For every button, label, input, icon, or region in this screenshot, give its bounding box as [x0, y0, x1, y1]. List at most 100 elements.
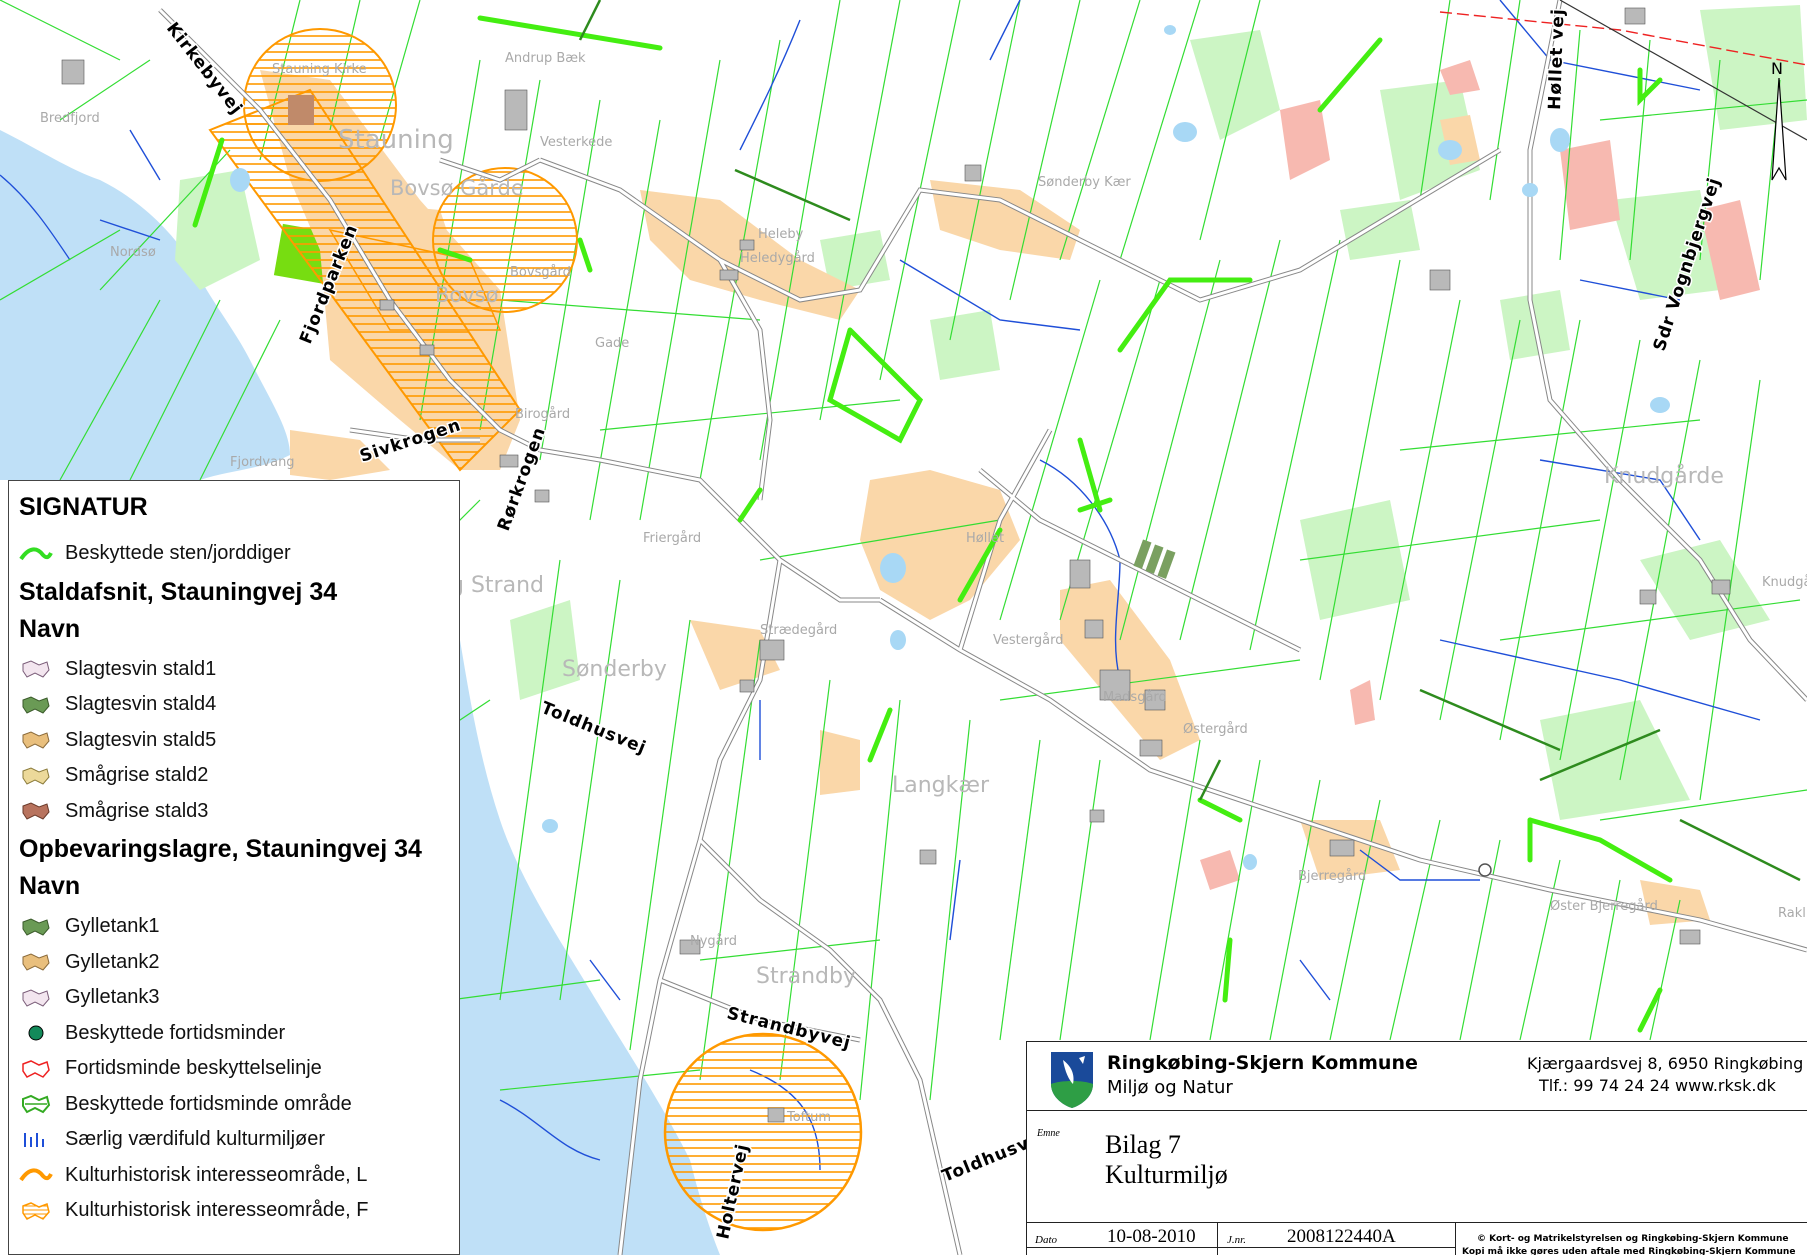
- protection-line: [1439, 11, 1807, 66]
- legend-item-kulturmiljoeer: Særlig værdifuld kulturmiljøer: [19, 1122, 449, 1158]
- label-knudgaarde: Knudgårde: [1604, 463, 1724, 489]
- label-nordsoe: Nordsø: [110, 245, 156, 260]
- kulturhistorisk-areas: [208, 28, 863, 1232]
- legend-label: Kulturhistorisk interesseområde, F: [65, 1199, 369, 1222]
- label-vesterkede: Vesterkede: [540, 135, 612, 150]
- divider: [1217, 1222, 1218, 1255]
- legend-panel: SIGNATUR Beskyttede sten/jorddiger Stald…: [8, 480, 460, 1255]
- orange-wave-icon: [19, 1168, 53, 1182]
- document-bilag: Bilag 7: [1105, 1130, 1181, 1159]
- stald-building: [288, 95, 314, 125]
- fjord-water: [0, 130, 290, 480]
- label-jnr: J.nr.: [1227, 1234, 1246, 1246]
- legend-item-stald4: Slagtesvin stald4: [19, 687, 449, 723]
- document-subject: Kulturmiljø: [1105, 1160, 1228, 1189]
- label-sonderby: Sønderby: [562, 657, 667, 682]
- legend-item-stone-dikes: Beskyttede sten/jorddiger: [19, 536, 449, 572]
- ponds: [230, 25, 1670, 870]
- legend-section2-sub: Navn: [19, 614, 81, 643]
- label-langkaer: Langkær: [892, 773, 990, 798]
- legend-label: Gylletank3: [65, 986, 160, 1009]
- legend-title: SIGNATUR: [19, 493, 148, 521]
- orange-hatched-blob-icon: [22, 1201, 50, 1220]
- legend-label: Beskyttede sten/jorddiger: [65, 542, 291, 565]
- label-bovsgaard: Bovsgård: [510, 265, 571, 280]
- label-straedegaard: Strædegård: [760, 623, 837, 638]
- green-blob-icon: [22, 918, 50, 936]
- legend-section3-title: Opbevaringslagre, Stauningvej 34: [19, 835, 422, 863]
- legend-label: Fortidsminde beskyttelselinje: [65, 1057, 322, 1080]
- label-oster-bjerregaard: Øster Bjerregård: [1550, 899, 1658, 914]
- dot-icon: [28, 1025, 44, 1041]
- label-bovsoe-gaarde: Bovsø Gårde: [390, 175, 524, 200]
- brown-blob-icon: [22, 802, 50, 820]
- legend-label: Kulturhistorisk interesseområde, L: [65, 1163, 368, 1186]
- hedges: [578, 0, 1801, 882]
- label-sonderby-kaer: Sønderby Kær: [1038, 175, 1131, 190]
- legend-section2-title: Staldafsnit, Stauningvej 34: [19, 577, 338, 606]
- legend-item-beskyttelselinje: Fortidsminde beskyttelselinje: [19, 1051, 449, 1087]
- org-name: Ringkøbing-Skjern Kommune: [1107, 1052, 1418, 1074]
- label-heleby: Heleby: [758, 227, 804, 242]
- label-knudgaard: Knudgård: [1762, 575, 1807, 590]
- label-ostergaard: Østergård: [1183, 722, 1248, 737]
- legend-item-gylletank1: Gylletank1: [19, 909, 449, 945]
- stone-dikes: [192, 15, 1673, 1033]
- document-jnr: 2008122440A: [1287, 1226, 1396, 1247]
- label-heledygaard: Heledygård: [740, 251, 815, 266]
- buildings: [61, 7, 1731, 1123]
- legend-label: Særlig værdifuld kulturmiljøer: [65, 1128, 326, 1151]
- legend-label: Slagtesvin stald4: [65, 693, 217, 716]
- label-fjordvang: Fjordvang: [230, 455, 295, 470]
- legend-item-fortidsminder: Beskyttede fortidsminder: [19, 1016, 449, 1052]
- shore-line: [0, 174, 71, 261]
- label-bjerregaard: Bjerregård: [1298, 869, 1366, 884]
- municipality-logo-icon: [1051, 1052, 1093, 1108]
- legend-label: Smågrise stald3: [65, 799, 209, 822]
- label-strandby: Strandby: [756, 964, 856, 989]
- title-block-header: [1027, 1042, 1807, 1111]
- label-emne: Emne: [1037, 1128, 1060, 1139]
- pale-pink-blob-icon: [22, 660, 50, 678]
- red-outline-blob-icon: [22, 1059, 50, 1078]
- pink-areas: [1200, 60, 1760, 890]
- divider: [1027, 1247, 1455, 1248]
- label-bredfjord: Bredfjord: [40, 111, 100, 126]
- road-hollet-vej: Høllet vej: [1545, 8, 1569, 110]
- fjord-water-lower: [460, 640, 720, 1255]
- legend-item-stald1: Slagtesvin stald1: [19, 652, 449, 688]
- divider: [1455, 1222, 1456, 1255]
- legend-label: Smågrise stald2: [65, 764, 209, 787]
- tan-blob-icon: [22, 953, 50, 971]
- legend-item-smaagrise-stald3: Smågrise stald3: [19, 794, 449, 830]
- label-bovsoe: Bovsø: [435, 283, 499, 307]
- green-wave-icon: [19, 547, 53, 560]
- roads: [158, 0, 1807, 1255]
- label-vestergaard: Vestergård: [993, 633, 1063, 648]
- label-madsgaard: Madsgård: [1103, 690, 1167, 705]
- marker-circle: [1478, 863, 1492, 877]
- label-hollet: Høllet: [966, 531, 1004, 546]
- document-date: 10-08-2010: [1107, 1226, 1196, 1247]
- label-toftum: Toftum: [786, 1110, 831, 1125]
- copyright-line-1: © Kort- og Matrikelstyrelsen og Ringkøbi…: [1477, 1234, 1789, 1244]
- org-phone: Tlf.: 99 74 24 24 www.rksk.dk: [1539, 1076, 1776, 1095]
- org-department: Miljø og Natur: [1107, 1077, 1233, 1098]
- map-edge-line: [1559, 0, 1807, 141]
- label-stauning-kirke: Stauning Kirke: [272, 62, 367, 77]
- legend-item-smaagrise-stald2: Smågrise stald2: [19, 758, 449, 794]
- north-label: N: [1771, 59, 1783, 78]
- north-arrow: N: [1771, 59, 1787, 181]
- legend-item-gylletank3: Gylletank3: [19, 980, 449, 1016]
- legend-label: Slagtesvin stald1: [65, 657, 217, 680]
- label-strand: g Strand: [450, 573, 544, 598]
- pale-pink-blob-icon: [22, 989, 50, 1007]
- label-andrup-baek: Andrup Bæk: [505, 51, 586, 66]
- label-friergaard: Friergård: [643, 531, 701, 546]
- legend-item-gylletank2: Gylletank2: [19, 945, 449, 981]
- blue-lines-icon: [24, 1132, 44, 1147]
- legend-label: Gylletank2: [65, 950, 160, 973]
- label-stauning: Stauning: [338, 125, 454, 155]
- title-block: Ringkøbing-Skjern Kommune Miljø og Natur…: [1026, 1041, 1807, 1255]
